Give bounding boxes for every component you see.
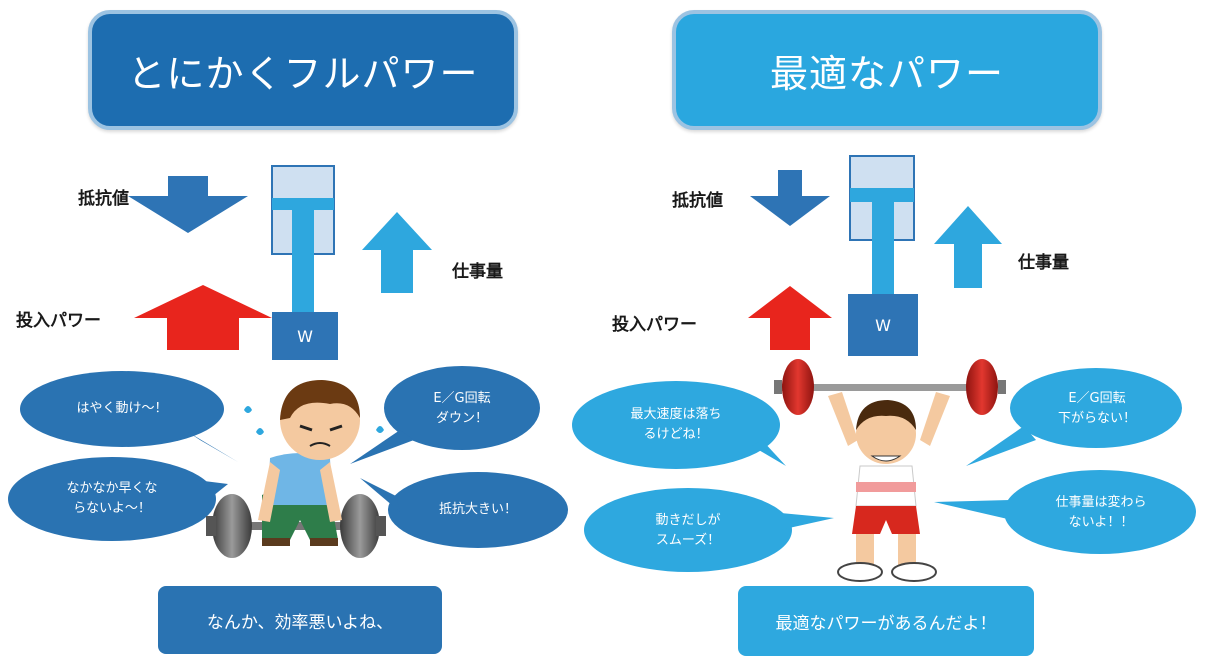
left-resistance-arrow-icon	[128, 176, 248, 233]
right-input-power-label: 投入パワー	[612, 315, 697, 335]
right-resistance-arrow-icon	[750, 170, 830, 226]
left-bubble-eg-down: E／G回転 ダウン！	[433, 391, 491, 426]
right-bubble-max-speed: 最大速度は落ち るけどね！	[630, 407, 722, 442]
left-summary-box: なんか、効率悪いよね、	[158, 586, 442, 654]
right-piston-icon	[848, 155, 918, 356]
left-piston-icon	[271, 165, 338, 360]
right-bubble-shapes	[572, 368, 1196, 572]
right-bubble-same-work: 仕事量は変わら ないよ！！	[1055, 495, 1147, 530]
right-resistance-label: 抵抗値	[672, 191, 723, 211]
right-input-power-arrow-icon	[748, 286, 832, 350]
right-weight-label: W	[875, 315, 891, 335]
left-bubble-high-resistance: 抵抗大きい！	[438, 502, 517, 517]
left-input-power-label: 投入パワー	[16, 311, 101, 331]
left-lifter-illustration	[206, 380, 386, 558]
left-bubble-hurry: はやく動け～！	[76, 401, 168, 416]
right-bubble-smooth-start: 動きだしが スムーズ！	[655, 513, 721, 548]
right-summary-box: 最適なパワーがあるんだよ！	[738, 586, 1034, 656]
right-bubble-eg-steady: E／G回転 下がらない！	[1057, 391, 1136, 426]
right-title: 最適なパワー	[672, 10, 1102, 130]
left-input-power-arrow-icon	[134, 285, 272, 350]
left-bubble-not-fast: なかなか早くな らないよ～！	[66, 481, 158, 516]
left-title: とにかくフルパワー	[88, 10, 518, 130]
right-work-label: 仕事量	[1018, 253, 1069, 273]
left-resistance-label: 抵抗値	[78, 189, 129, 209]
left-work-label: 仕事量	[452, 262, 503, 282]
right-lifter-illustration	[774, 359, 1006, 582]
right-work-arrow-icon	[934, 206, 1002, 288]
left-work-arrow-icon	[362, 212, 432, 293]
left-weight-label: W	[297, 326, 313, 346]
left-bubble-shapes	[8, 366, 568, 548]
